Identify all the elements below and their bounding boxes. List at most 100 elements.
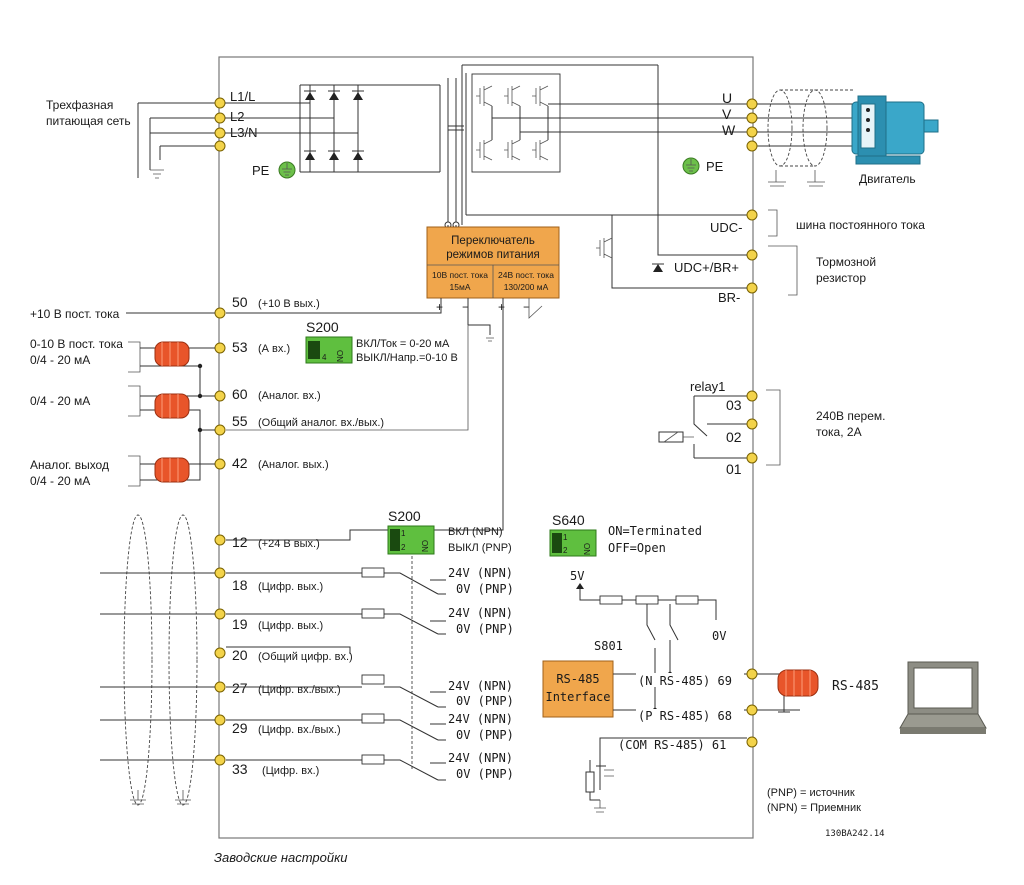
udc-plus-label: UDC+/BR+ xyxy=(674,260,739,275)
psu-title-2: режимов питания xyxy=(446,249,540,261)
legend-pnp: (PNP) = источник xyxy=(767,787,855,799)
t33-desc: (Цифр. вх.) xyxy=(262,765,319,777)
pnp-33: 0V (PNP) xyxy=(456,767,514,781)
psu-right-1: 24В пост. тока xyxy=(498,270,554,280)
output-w-label: W xyxy=(722,122,736,138)
t55-num: 55 xyxy=(232,413,248,429)
pnp-18: 0V (PNP) xyxy=(456,582,514,596)
s801-label: S801 xyxy=(594,639,623,653)
output-v-label: V xyxy=(722,106,732,122)
terminal-relay-03[interactable] xyxy=(746,390,758,402)
ain53-label-2: 0/4 - 20 мА xyxy=(30,353,90,367)
terminal-l3[interactable] xyxy=(214,127,226,139)
ain53-label-1: 0-10 В пост. тока xyxy=(30,337,123,351)
psu-minus-2: − xyxy=(523,300,530,314)
rs485-termination-resistors xyxy=(599,595,699,605)
npn-18: 24V (NPN) xyxy=(448,566,513,580)
relay-01: 01 xyxy=(726,461,742,477)
relay-03: 03 xyxy=(726,397,742,413)
psu-minus-1: − xyxy=(462,300,469,314)
psu-right-2: 130/200 мА xyxy=(504,282,549,292)
s640-line1: ON=Terminated xyxy=(608,524,702,538)
terminal-l2[interactable] xyxy=(214,112,226,124)
caption: Заводские настройки xyxy=(214,850,347,865)
t60-desc: (Аналог. вх.) xyxy=(258,390,321,402)
s640-on: ON xyxy=(582,543,591,555)
terminal-50[interactable] xyxy=(214,307,226,319)
pe-in-icon xyxy=(278,161,296,179)
rs485-ferrite-icon xyxy=(777,669,819,697)
s200-top-switch[interactable]: 4 ON xyxy=(305,336,353,364)
t29-num: 29 xyxy=(232,720,248,736)
terminal-27[interactable] xyxy=(214,681,226,693)
s200-top-num: 4 xyxy=(322,353,327,362)
terminal-33[interactable] xyxy=(214,754,226,766)
terminal-55[interactable] xyxy=(214,424,226,436)
terminal-61[interactable] xyxy=(746,736,758,748)
terminal-pe-out[interactable] xyxy=(746,140,758,152)
drive-enclosure xyxy=(218,56,754,839)
rs485-iface-1: RS-485 xyxy=(556,672,599,686)
terminal-l1[interactable] xyxy=(214,97,226,109)
psu-left-1: 10В пост. тока xyxy=(432,270,488,280)
npn-19: 24V (NPN) xyxy=(448,606,513,620)
psu-title-1: Переключатель xyxy=(451,235,535,247)
s200-bottom-line2: ВЫКЛ (PNP) xyxy=(448,542,512,554)
terminal-v[interactable] xyxy=(746,112,758,124)
t60-num: 60 xyxy=(232,386,248,402)
control-terminals xyxy=(214,307,226,766)
s640-num1: 1 xyxy=(563,533,568,542)
s640-name: S640 xyxy=(552,512,585,528)
npn-33: 24V (NPN) xyxy=(448,751,513,765)
relay-02: 02 xyxy=(726,429,742,445)
plus10-label: +10 В пост. тока xyxy=(30,307,120,321)
t27-num: 27 xyxy=(232,680,248,696)
aout-label-2: 0/4 - 20 мА xyxy=(30,474,90,488)
terminal-29[interactable] xyxy=(214,714,226,726)
terminal-udc-minus[interactable] xyxy=(746,209,758,221)
s200-bottom-line1: ВКЛ (NPN) xyxy=(448,526,503,538)
s200-bottom-switch[interactable]: 1 2 ON xyxy=(387,525,435,555)
relay-rating-2: тока, 2А xyxy=(816,425,862,439)
terminal-20[interactable] xyxy=(214,647,226,659)
terminal-53[interactable] xyxy=(214,342,226,354)
terminal-42[interactable] xyxy=(214,458,226,470)
terminal-69[interactable] xyxy=(746,668,758,680)
brake-label-2: резистор xyxy=(816,271,866,285)
t42-num: 42 xyxy=(232,455,248,471)
terminal-br-minus[interactable] xyxy=(746,282,758,294)
terminal-pe-in[interactable] xyxy=(214,140,226,152)
terminal-u[interactable] xyxy=(746,98,758,110)
relay-name: relay1 xyxy=(690,379,725,394)
terminal-w[interactable] xyxy=(746,126,758,138)
brake-label-1: Тормозной xyxy=(816,255,876,269)
terminal-60[interactable] xyxy=(214,390,226,402)
terminal-relay-02[interactable] xyxy=(746,418,758,430)
pe-out-icon xyxy=(682,157,700,175)
phase-l2-label: L2 xyxy=(230,109,244,124)
ferrite-core-icon xyxy=(154,341,190,483)
t50-num: 50 xyxy=(232,294,248,310)
s640-line2: OFF=Open xyxy=(608,541,666,555)
s200-bottom-num1: 1 xyxy=(401,529,406,538)
terminal-12[interactable] xyxy=(214,534,226,546)
terminal-udc-plus[interactable] xyxy=(746,249,758,261)
mains-label-1: Трехфазная xyxy=(46,98,113,112)
t19-desc: (Цифр. вых.) xyxy=(258,620,323,632)
t18-desc: (Цифр. вых.) xyxy=(258,581,323,593)
t42-desc: (Аналог. вых.) xyxy=(258,459,329,471)
terminal-relay-01[interactable] xyxy=(746,452,758,464)
s640-switch[interactable]: 1 2 ON xyxy=(549,529,597,557)
terminal-19[interactable] xyxy=(214,608,226,620)
npn-29: 24V (NPN) xyxy=(448,712,513,726)
t18-num: 18 xyxy=(232,577,248,593)
output-u-label: U xyxy=(722,90,732,106)
terminal-18[interactable] xyxy=(214,567,226,579)
rs485-t61: (COM RS-485) 61 xyxy=(618,738,726,752)
terminal-68[interactable] xyxy=(746,704,758,716)
rs485-interface xyxy=(542,660,614,718)
aout-label-1: Аналог. выход xyxy=(30,458,109,472)
rs485-5v: 5V xyxy=(570,569,584,583)
s200-bottom-on: ON xyxy=(420,540,429,552)
